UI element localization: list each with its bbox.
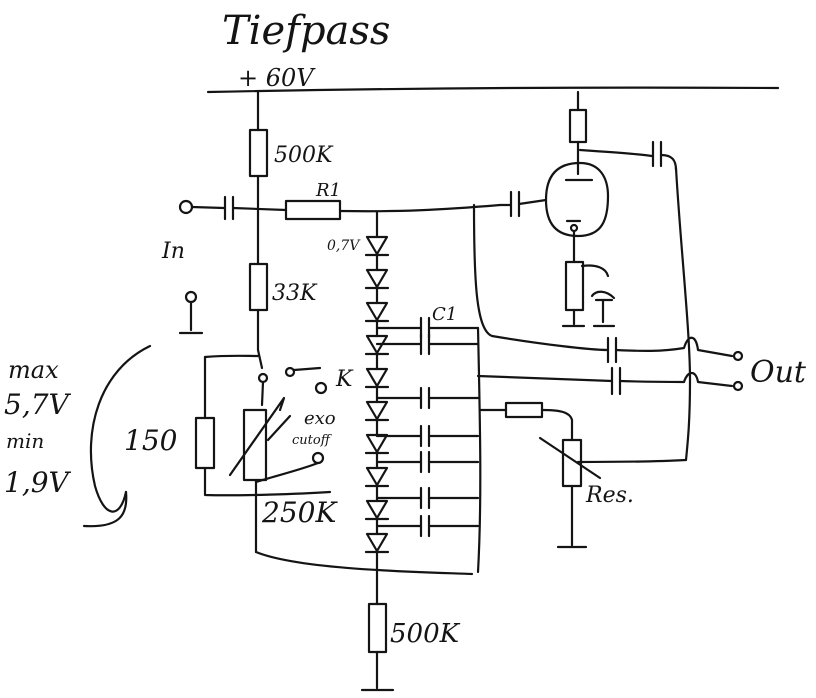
diode bbox=[364, 532, 390, 564]
supply-rail bbox=[206, 86, 780, 94]
input-terminal bbox=[178, 195, 288, 221]
output-terminal-1 bbox=[732, 350, 744, 362]
label-500k-top: 500K bbox=[274, 143, 334, 168]
title: Tiefpass bbox=[222, 8, 390, 54]
label-min-value: 1,9V bbox=[4, 466, 72, 499]
resistor-r1 bbox=[284, 199, 502, 221]
capacitor-bank bbox=[375, 316, 480, 538]
tube-cathode-resistor bbox=[564, 260, 585, 312]
diode bbox=[364, 499, 390, 536]
label-diode-drop: 0,7V bbox=[327, 238, 361, 254]
diode bbox=[364, 334, 390, 371]
label-res: Res. bbox=[585, 483, 634, 508]
label-250k: 250K bbox=[261, 496, 338, 529]
capacitor bbox=[375, 386, 480, 410]
resistor-150 bbox=[194, 416, 216, 470]
potentiometer-250k bbox=[242, 408, 268, 482]
res-branch bbox=[478, 401, 602, 549]
resistor-33k bbox=[248, 262, 269, 312]
capacitor bbox=[375, 424, 480, 448]
ext-cutoff-terminal-bottom bbox=[311, 451, 325, 465]
resistor-500k-top bbox=[248, 128, 269, 178]
diode bbox=[364, 466, 390, 503]
capacitor bbox=[375, 316, 480, 340]
label-c1: C1 bbox=[432, 304, 457, 325]
capacitor bbox=[375, 514, 480, 538]
resistor-res-series bbox=[504, 401, 544, 419]
switch-network bbox=[194, 348, 332, 554]
tube-anode-resistor bbox=[568, 108, 588, 144]
label-input: In bbox=[161, 239, 185, 264]
left-branch bbox=[248, 90, 269, 352]
labels: Tiefpass + 60V 500K R1 0,7V In 33K C1 K … bbox=[4, 8, 807, 649]
label-150: 150 bbox=[124, 424, 177, 457]
cap-bus bbox=[476, 326, 482, 574]
label-r1: R1 bbox=[315, 180, 341, 201]
output-network bbox=[472, 166, 744, 464]
bottom-return bbox=[254, 550, 474, 576]
resistor-500k-bottom bbox=[367, 602, 388, 654]
diode bbox=[364, 268, 390, 305]
label-33k: 33K bbox=[272, 281, 318, 306]
diode-chain bbox=[360, 210, 395, 692]
range-brace bbox=[82, 344, 152, 528]
label-max-value: 5,7V bbox=[4, 388, 72, 421]
ground-stub bbox=[178, 290, 204, 335]
capacitor bbox=[375, 332, 480, 356]
diode bbox=[364, 235, 390, 272]
label-ext-cutoff-2: cutoff bbox=[292, 433, 333, 448]
diode bbox=[364, 367, 390, 404]
ext-cutoff-terminal-top bbox=[314, 381, 328, 395]
label-ext-cutoff-1: exo bbox=[304, 408, 336, 429]
supply-voltage: + 60V bbox=[238, 64, 316, 92]
label-max: max bbox=[8, 356, 59, 384]
label-500k-bottom: 500K bbox=[390, 619, 461, 649]
label-switch-k: K bbox=[335, 367, 354, 392]
output-terminal-2 bbox=[732, 380, 744, 392]
diode bbox=[364, 301, 390, 338]
label-min: min bbox=[6, 429, 44, 453]
diode bbox=[364, 400, 390, 437]
vacuum-tube bbox=[498, 90, 678, 328]
capacitor bbox=[375, 450, 480, 474]
label-output: Out bbox=[750, 355, 807, 390]
capacitor bbox=[375, 486, 480, 510]
